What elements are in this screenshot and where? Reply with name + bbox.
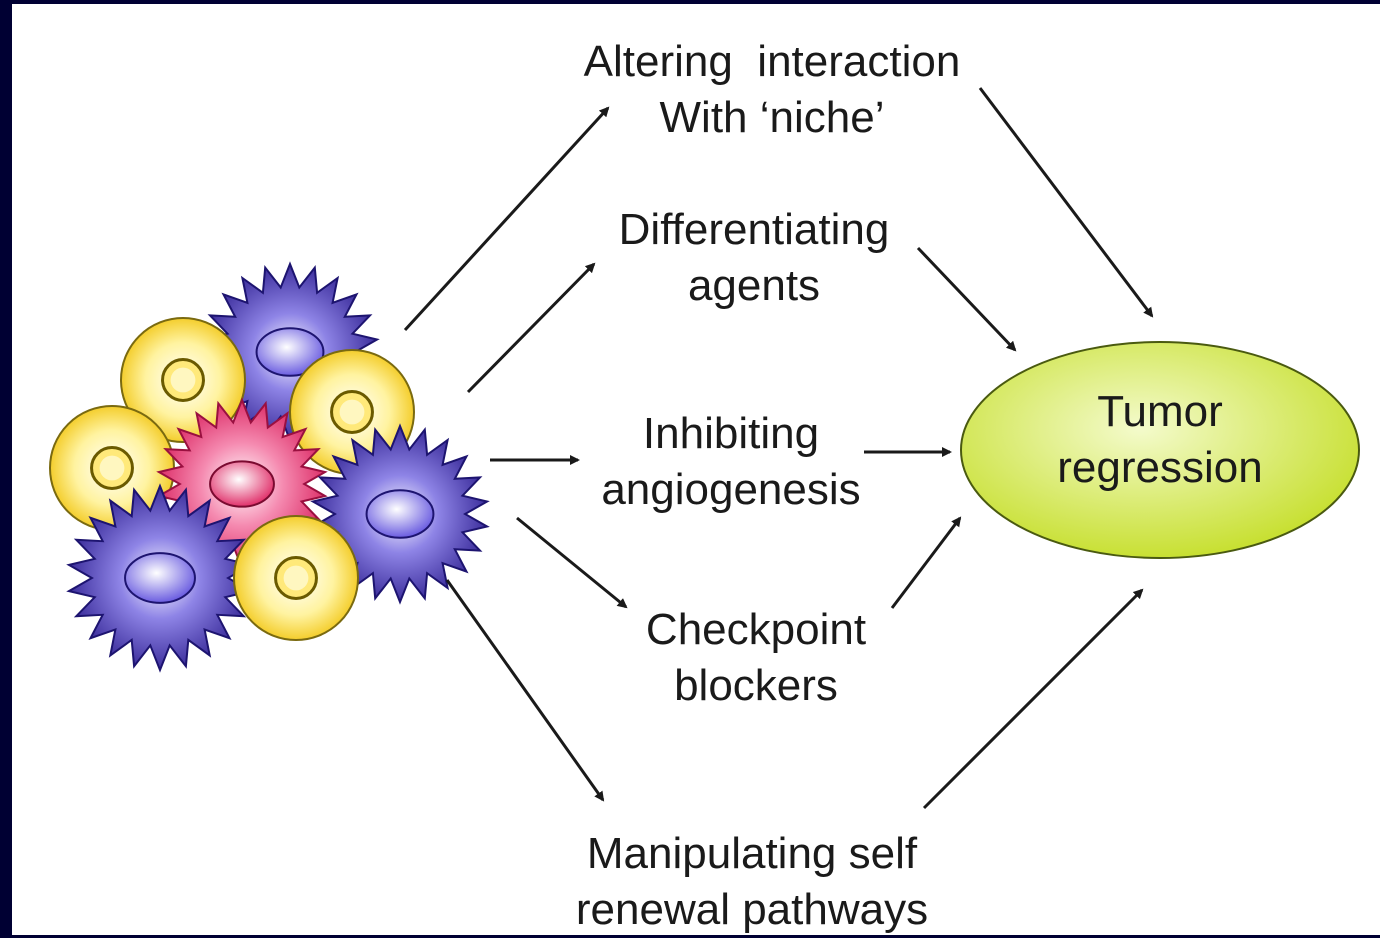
node-selfrenewal: Manipulating self renewal pathways <box>576 826 928 938</box>
node-checkpoint-line1: Checkpoint <box>645 605 867 654</box>
arrow-cluster-to-diff <box>466 262 596 394</box>
node-niche: Altering interaction With ‘niche’ <box>584 34 961 146</box>
cell-nucleus <box>124 552 196 604</box>
arrow-cluster-to-selfrenewal <box>445 579 605 802</box>
cell-nucleus <box>365 489 435 539</box>
node-niche-line1: Altering interaction <box>583 37 961 86</box>
arrow-checkpoint-to-tumor <box>890 516 962 609</box>
round-cell-icon <box>233 515 359 641</box>
arrow-selfrenewal-to-tumor <box>922 588 1144 810</box>
arrow-cluster-to-niche <box>403 106 610 332</box>
star-cell-icon <box>310 423 490 605</box>
cell-nucleus-highlight <box>283 565 309 591</box>
star-cell-icon <box>66 483 254 673</box>
node-selfrenewal-line1: Manipulating self <box>586 829 918 878</box>
node-selfrenewal-line2: renewal pathways <box>575 885 929 934</box>
node-diff-line1: Differentiating <box>618 205 890 254</box>
tumor-regression-ellipse <box>960 341 1360 559</box>
arrow-niche-to-tumor <box>978 87 1154 318</box>
arrow-diff-to-tumor <box>916 246 1017 352</box>
node-tumor: Tumor regression <box>1057 384 1262 496</box>
node-angio: Inhibiting angiogenesis <box>601 406 860 518</box>
round-cell-icon <box>120 317 246 443</box>
arrow-cluster-to-checkpoint <box>516 516 628 609</box>
cell-nucleus <box>255 327 325 377</box>
node-checkpoint: Checkpoint blockers <box>646 602 866 714</box>
cell-nucleus-highlight <box>99 455 125 481</box>
node-tumor-line2: regression <box>1057 443 1263 492</box>
arrow-group <box>403 87 1154 810</box>
node-tumor-line1: Tumor <box>1097 387 1223 436</box>
node-angio-line1: Inhibiting <box>642 409 820 458</box>
cell-nucleus-highlight <box>170 367 196 393</box>
node-angio-line2: angiogenesis <box>601 465 861 514</box>
node-diff-line2: agents <box>687 261 821 310</box>
node-diff: Differentiating agents <box>619 202 890 314</box>
tumor-cell-cluster-icon <box>49 261 490 673</box>
cell-nucleus <box>209 460 275 508</box>
node-niche-line2: With ‘niche’ <box>659 93 885 142</box>
cell-nucleus-highlight <box>339 399 365 425</box>
node-checkpoint-line2: blockers <box>674 661 838 710</box>
